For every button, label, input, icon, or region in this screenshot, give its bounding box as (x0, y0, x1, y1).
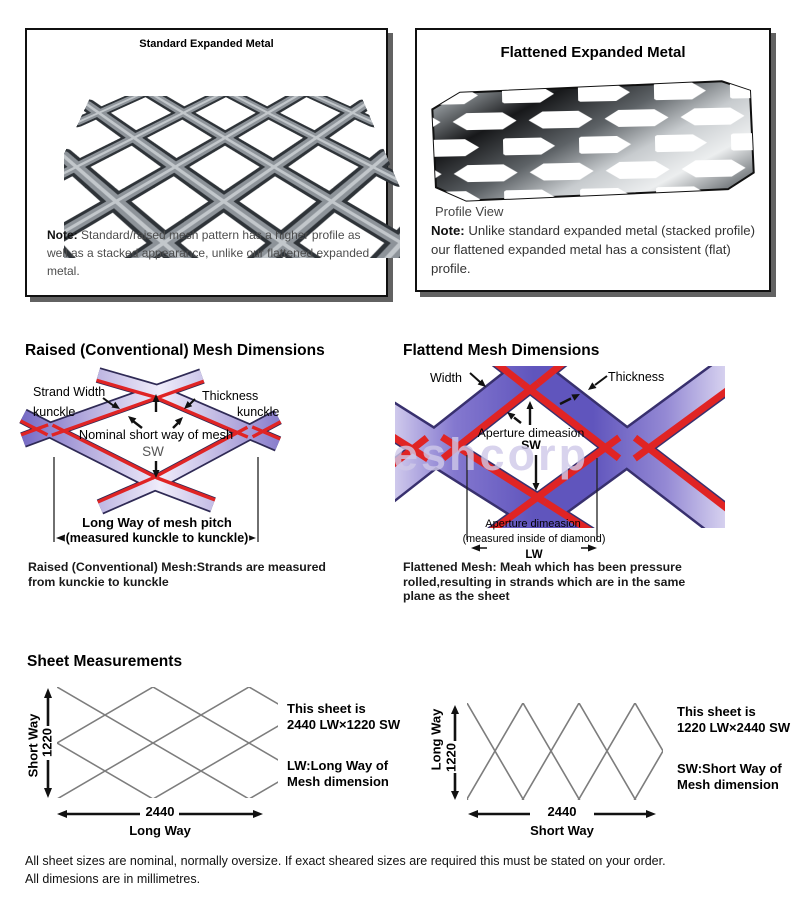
knuckle-left-label: kunckle (33, 405, 75, 419)
measured-label: (measured inside of diamond) (463, 533, 606, 545)
right-sheet-side-label: Long Way (428, 708, 444, 771)
right-sheet-side-value: 1220 (443, 743, 459, 772)
left-sheet-bottom-value: 2440 (145, 804, 175, 819)
flattened-metal-box: Flattened Expanded Metal Profile View No (415, 28, 771, 292)
strand-width-arrow-icon (111, 401, 120, 409)
standard-note-text: Standard/raised mesh pattern has a highe… (47, 228, 370, 278)
knuckle-right-label: kunckle (237, 405, 279, 419)
lw-left-arrow-icon (471, 544, 480, 552)
flattened-note-text: Unlike standard expanded metal (stacked … (431, 222, 755, 276)
left-sheet-side-label: Short Way (25, 713, 41, 778)
footer: All sheet sizes are nominal, normally ov… (25, 852, 775, 888)
thickness-label: Thickness (202, 389, 258, 403)
inner-diag-right-arrow-icon (571, 394, 580, 401)
diag-right-arrow-icon (174, 417, 183, 426)
sw-label: SW (142, 444, 164, 459)
right-sheet-info: This sheet is 1220 LW×2440 SW SW:Short W… (677, 704, 791, 792)
arrow-left-icon (56, 534, 65, 542)
sw-down-arrow-icon (152, 470, 160, 478)
sw-up-arrow-icon (152, 394, 160, 402)
flattend-heading: Flattend Mesh Dimensions (403, 342, 600, 359)
profile-view-label: Profile View (435, 204, 504, 219)
right-sheet-bottom-label: Short Way (530, 823, 594, 838)
flattened-diagram-svg: Width Thickness Aperture dimeasion SW Ap… (395, 366, 725, 561)
pitch-label-2: (measured kunckle to kunckle) (66, 531, 249, 545)
left-sheet-vertical-arrow (44, 688, 52, 798)
strand-width-label: Strand Width (33, 385, 105, 399)
right-sheet-vertical-arrow (451, 705, 459, 800)
sw-label-2: SW (521, 438, 541, 452)
left-sheet-horizontal-arrow (57, 810, 263, 818)
thickness-arrow-icon (184, 401, 193, 409)
aperture-bottom-label: Aperture dimeasion (485, 518, 580, 530)
flattened-sheet-illustration (431, 80, 755, 202)
thickness-arrow-icon-2 (588, 382, 597, 390)
aperture-up-arrow-icon (526, 401, 534, 409)
arrow-right-icon (247, 534, 256, 542)
standard-metal-box: Standard Expanded Metal Note: Standard/r… (25, 28, 388, 297)
aperture-down-arrow-icon (532, 483, 540, 491)
left-sheet-side-value: 1220 (39, 728, 55, 757)
right-sheet-horizontal-arrow (468, 810, 656, 818)
footer-line-1: All sheet sizes are nominal, normally ov… (25, 854, 666, 868)
right-sheet-mesh (467, 703, 663, 800)
thickness-label-2: Thickness (608, 370, 664, 384)
flattened-note: Note: Unlike standard expanded metal (st… (431, 221, 759, 278)
width-label: Width (430, 371, 462, 385)
left-sheet-mesh (57, 687, 278, 798)
diag-left-arrow-icon (128, 416, 137, 424)
lw-right-arrow-icon (588, 544, 597, 552)
standard-note-label: Note: (47, 228, 78, 242)
nominal-sw-label: Nominal short way of mesh (79, 427, 233, 442)
standard-metal-title: Standard Expanded Metal (139, 38, 274, 50)
right-sheet-bottom-value: 2440 (547, 804, 577, 819)
left-sheet-bottom-label: Long Way (129, 823, 191, 838)
aperture-label: Aperture dimeasion (478, 426, 585, 440)
lw-label: LW (525, 549, 542, 561)
flattened-metal-title: Flattened Expanded Metal (500, 44, 686, 61)
standard-note: Note: Standard/raised mesh pattern has a… (47, 226, 372, 280)
raised-heading: Raised (Conventional) Mesh Dimensions (25, 342, 325, 359)
aperture-diag-arrow-icon (507, 412, 516, 420)
raised-diagram-svg: Strand Width kunckle Thickness kunckle N… (19, 367, 282, 547)
footer-line-2: All dimesions are in millimetres. (25, 872, 201, 887)
pitch-label-1: Long Way of mesh pitch (82, 515, 232, 530)
sheet-heading: Sheet Measurements (27, 653, 183, 670)
left-sheet-info: This sheet is 2440 LW×1220 SW LW:Long Wa… (287, 701, 401, 789)
flattened-note-label: Note: (431, 222, 465, 238)
flattened-caption: Flattened Mesh: Meah which has been pres… (403, 560, 686, 603)
raised-caption: Raised (Conventional) Mesh:Strands are m… (28, 560, 326, 589)
width-arrow-icon (477, 379, 486, 387)
